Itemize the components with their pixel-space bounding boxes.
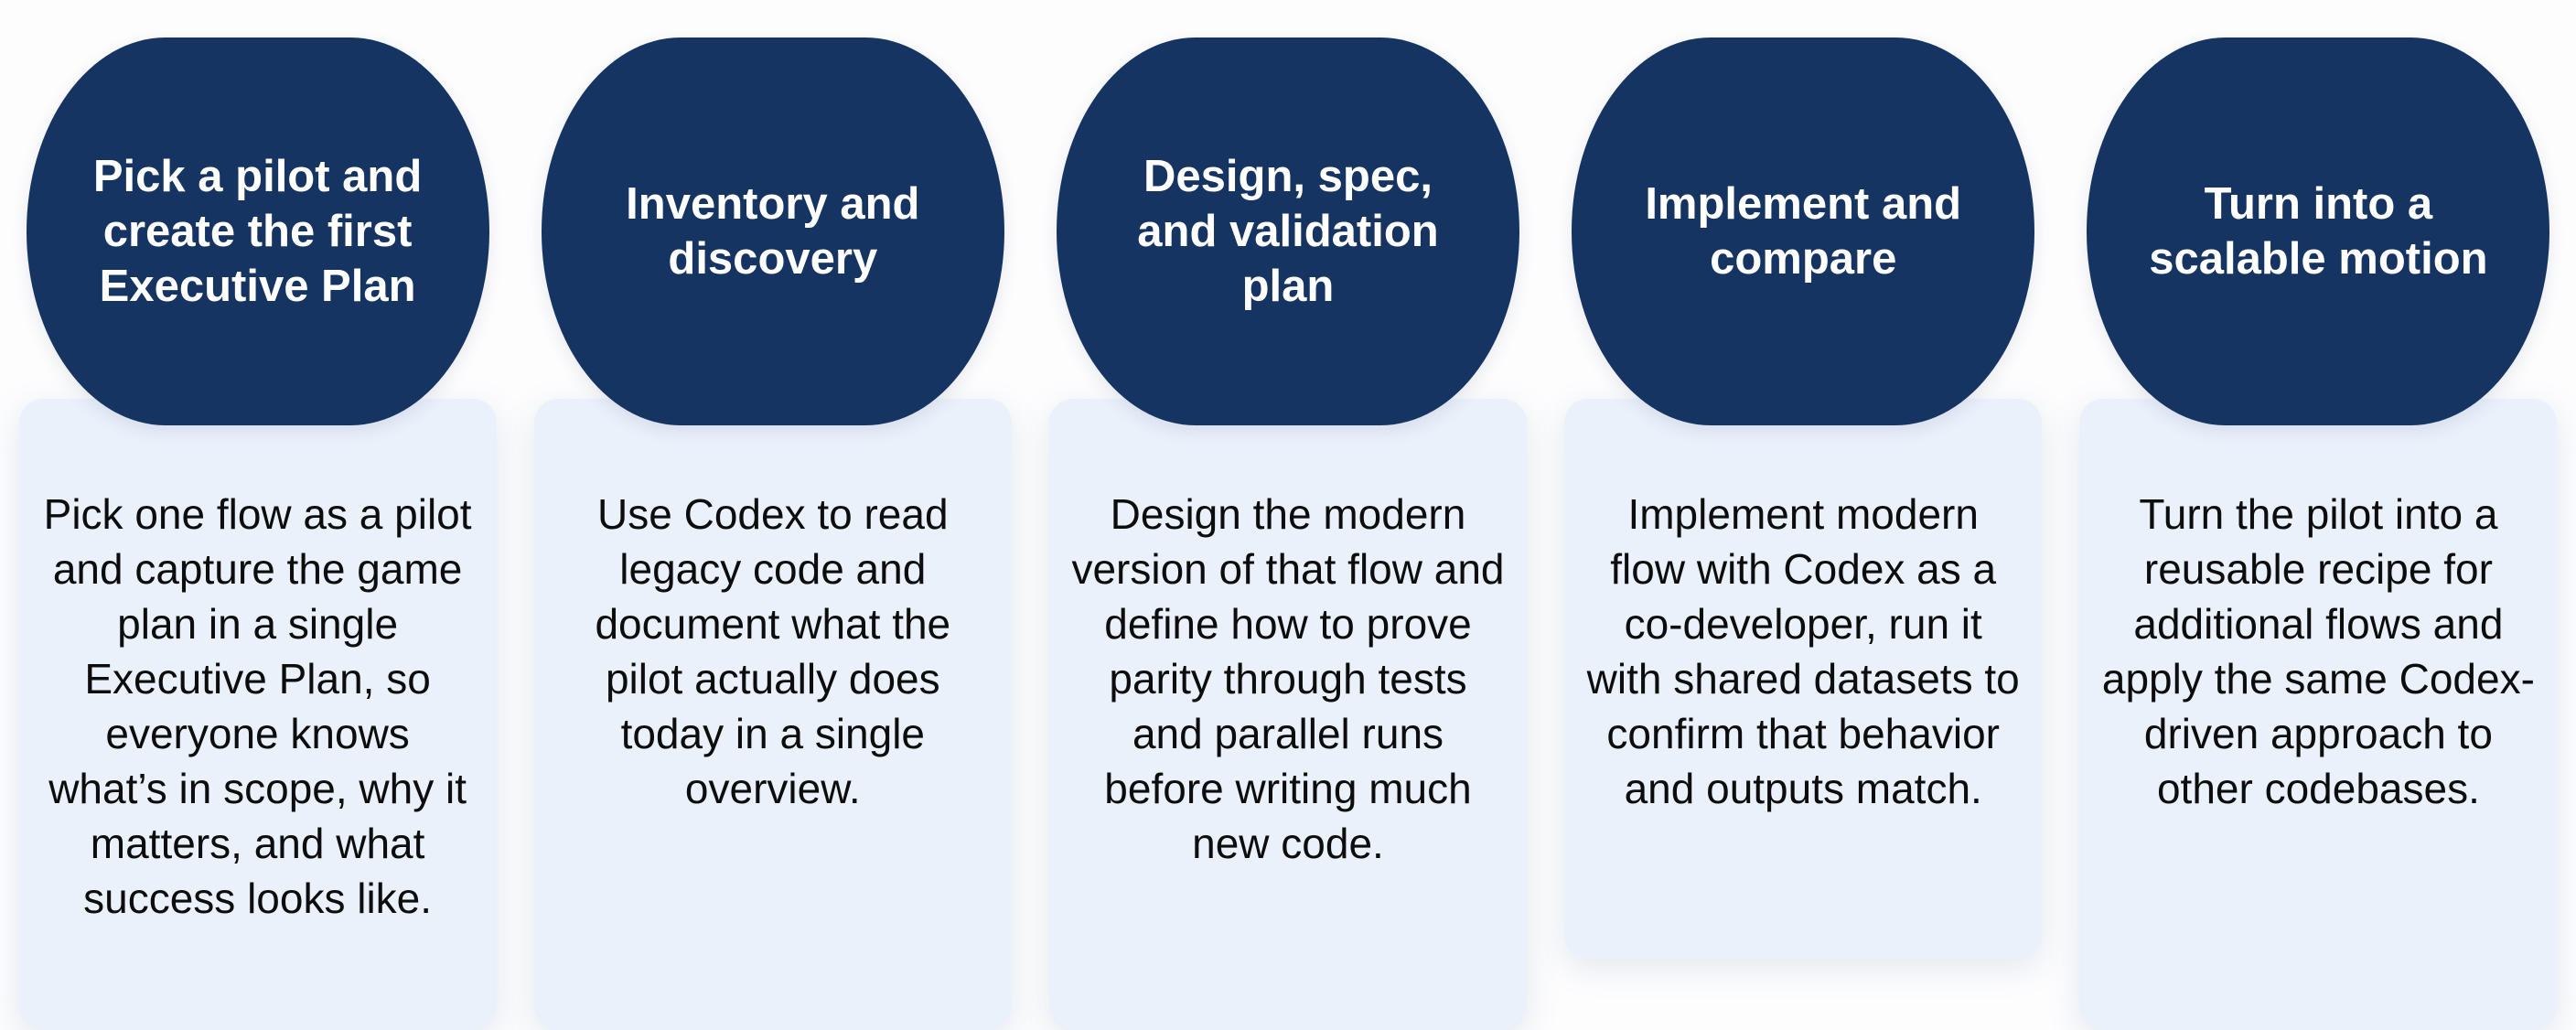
step-description: Use Codex to read legacy code and docume… <box>595 490 951 812</box>
step-card: Design the modern version of that flow a… <box>1049 399 1527 1030</box>
step-column: Pick a pilot and create the first Execut… <box>0 0 515 1030</box>
step-bubble: Turn into a scalable motion <box>2087 38 2550 425</box>
step-bubble: Implement and compare <box>1572 38 2035 425</box>
step-bubble: Inventory and discovery <box>541 38 1004 425</box>
step-bubble: Pick a pilot and create the first Execut… <box>26 38 489 425</box>
step-bubble: Design, spec, and validation plan <box>1057 38 1519 425</box>
step-column: Implement and compare Implement modern f… <box>1546 0 2061 966</box>
step-card: Pick one flow as a pilot and capture the… <box>18 399 497 1030</box>
step-title: Pick a pilot and create the first Execut… <box>92 152 423 311</box>
step-title: Design, spec, and validation plan <box>1137 152 1439 311</box>
step-column: Design, spec, and validation plan Design… <box>1030 0 1545 1030</box>
step-description: Implement modern flow with Codex as a co… <box>1586 490 2020 812</box>
step-description: Turn the pilot into a reusable recipe fo… <box>2101 490 2535 812</box>
step-column: Turn into a scalable motion Turn the pil… <box>2061 0 2576 1030</box>
step-column: Inventory and discovery Use Codex to rea… <box>515 0 1030 1030</box>
step-card: Implement modern flow with Codex as a co… <box>1564 399 2043 959</box>
step-card: Use Codex to read legacy code and docume… <box>533 399 1012 1030</box>
step-card: Turn the pilot into a reusable recipe fo… <box>2079 399 2558 1030</box>
step-title: Turn into a scalable motion <box>2149 179 2488 284</box>
step-description: Design the modern version of that flow a… <box>1071 490 1505 867</box>
step-description: Pick one flow as a pilot and capture the… <box>43 490 472 922</box>
step-title: Inventory and discovery <box>626 179 920 284</box>
step-title: Implement and compare <box>1645 179 1962 284</box>
